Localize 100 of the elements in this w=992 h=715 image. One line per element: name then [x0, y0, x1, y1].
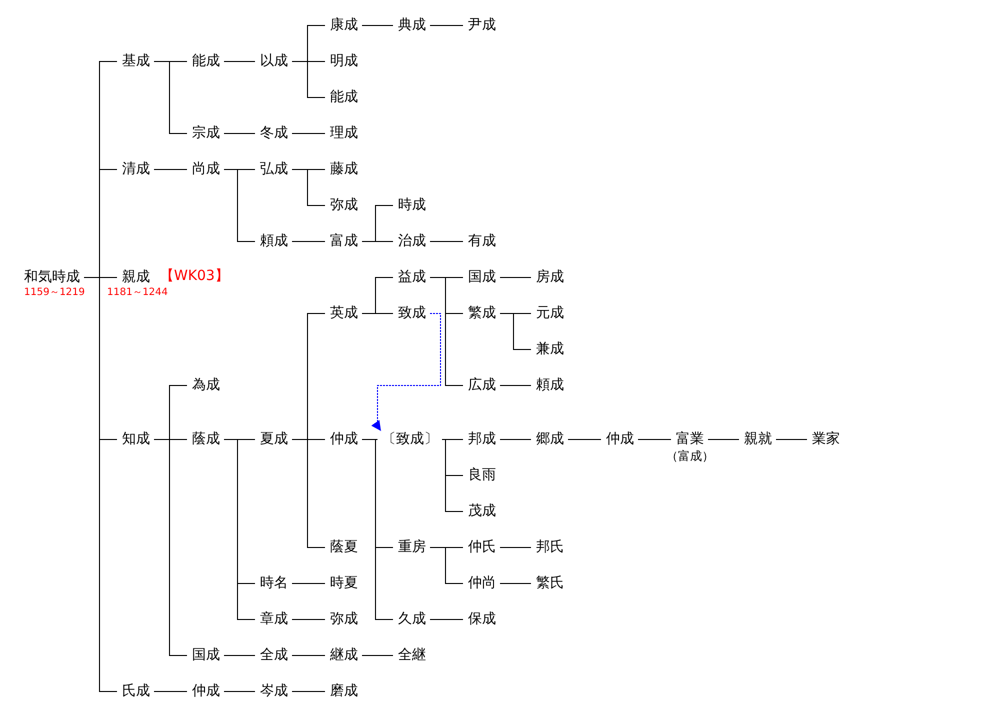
connector-line [292, 61, 326, 98]
person-name: 兼成 [536, 340, 564, 358]
person-name: 藤成 [330, 160, 358, 178]
person-name: 為成 [192, 376, 220, 394]
connector-line [224, 133, 256, 134]
person-name: 親成 [122, 268, 150, 286]
connector-line [500, 439, 532, 440]
person-name: 仲氏 [468, 538, 496, 556]
person-name: 久成 [398, 610, 426, 628]
alias-label: （富成） [666, 449, 714, 463]
person-name: 邦成 [468, 430, 496, 448]
person-name: 夏成 [260, 430, 288, 448]
person-name: 弘成 [260, 160, 288, 178]
person-name: 繁氏 [536, 574, 564, 592]
connector-line [362, 439, 394, 620]
person-name: 時夏 [330, 574, 358, 592]
person-name: 茂成 [468, 502, 496, 520]
person-name: 重房 [398, 538, 426, 556]
connector-line [430, 619, 464, 620]
person-name: 富成 [330, 232, 358, 250]
person-name: 仲成 [330, 430, 358, 448]
connector-line [362, 241, 394, 242]
connector-line [292, 691, 326, 692]
person-name: 岑成 [260, 682, 288, 700]
person-name: 仲成 [606, 430, 634, 448]
connector-line [362, 25, 394, 26]
person-name: 国成 [468, 268, 496, 286]
connector-line [154, 691, 188, 692]
person-name: 氏成 [122, 682, 150, 700]
person-name: 継成 [330, 646, 358, 664]
connector-line [430, 25, 464, 26]
connector-line [224, 169, 256, 242]
person-name: 業家 [812, 430, 840, 448]
lifespan-label: 1181～1244 [107, 287, 168, 299]
connector-line [292, 241, 326, 242]
person-name: 明成 [330, 52, 358, 70]
person-name: 繁成 [468, 304, 496, 322]
code-label: 【WK03】 [160, 268, 229, 284]
person-name: 時名 [260, 574, 288, 592]
person-name: 康成 [330, 16, 358, 34]
connector-line [292, 619, 326, 620]
person-name: 仲成 [192, 682, 220, 700]
connector-line [776, 439, 808, 440]
person-name: 良雨 [468, 466, 496, 484]
person-name: 知成 [122, 430, 150, 448]
person-name: 〔致成〕 [382, 430, 438, 448]
person-name: 元成 [536, 304, 564, 322]
person-name: 英成 [330, 304, 358, 322]
connector-line [568, 439, 602, 440]
person-name: 典成 [398, 16, 426, 34]
person-name: 時成 [398, 196, 426, 214]
connector-line [154, 439, 188, 656]
person-name: 富業 [676, 430, 704, 448]
connector-line [224, 439, 256, 620]
person-name: 邦氏 [536, 538, 564, 556]
connector-line [430, 241, 464, 242]
person-name: 頼成 [260, 232, 288, 250]
person-name: 国成 [192, 646, 220, 664]
person-name: 頼成 [536, 376, 564, 394]
person-name: 章成 [260, 610, 288, 628]
connector-line [292, 169, 326, 206]
person-name: 能成 [192, 52, 220, 70]
connector-line [154, 169, 188, 170]
person-name: 全成 [260, 646, 288, 664]
connector-line [442, 439, 464, 512]
person-name: 親就 [744, 430, 772, 448]
person-name: 蔭成 [192, 430, 220, 448]
person-name: 蔭夏 [330, 538, 358, 556]
connector-line [292, 655, 326, 656]
connector-line [154, 61, 188, 134]
connector-line [500, 313, 532, 350]
connector-line [500, 385, 532, 386]
person-name: 全継 [398, 646, 426, 664]
person-name: 有成 [468, 232, 496, 250]
person-name: 保成 [468, 610, 496, 628]
connector-line [84, 277, 118, 692]
connector-line [430, 547, 464, 584]
connector-line [292, 133, 326, 134]
person-name: 益成 [398, 268, 426, 286]
person-name: 尚成 [192, 160, 220, 178]
person-name: 房成 [536, 268, 564, 286]
person-name: 基成 [122, 52, 150, 70]
connector-line [500, 583, 532, 584]
person-name: 郷成 [536, 430, 564, 448]
person-name: 弥成 [330, 610, 358, 628]
connector-line [224, 655, 256, 656]
person-name: 冬成 [260, 124, 288, 142]
person-name: 広成 [468, 376, 496, 394]
connector-line [638, 439, 672, 440]
person-name: 仲尚 [468, 574, 496, 592]
person-name: 理成 [330, 124, 358, 142]
person-name: 磨成 [330, 682, 358, 700]
person-name: 能成 [330, 88, 358, 106]
connector-line [362, 655, 394, 656]
connector-line [500, 547, 532, 548]
person-name: 和気時成 [24, 268, 80, 286]
person-name: 宗成 [192, 124, 220, 142]
person-name: 弥成 [330, 196, 358, 214]
connector-line [224, 691, 256, 692]
person-name: 清成 [122, 160, 150, 178]
